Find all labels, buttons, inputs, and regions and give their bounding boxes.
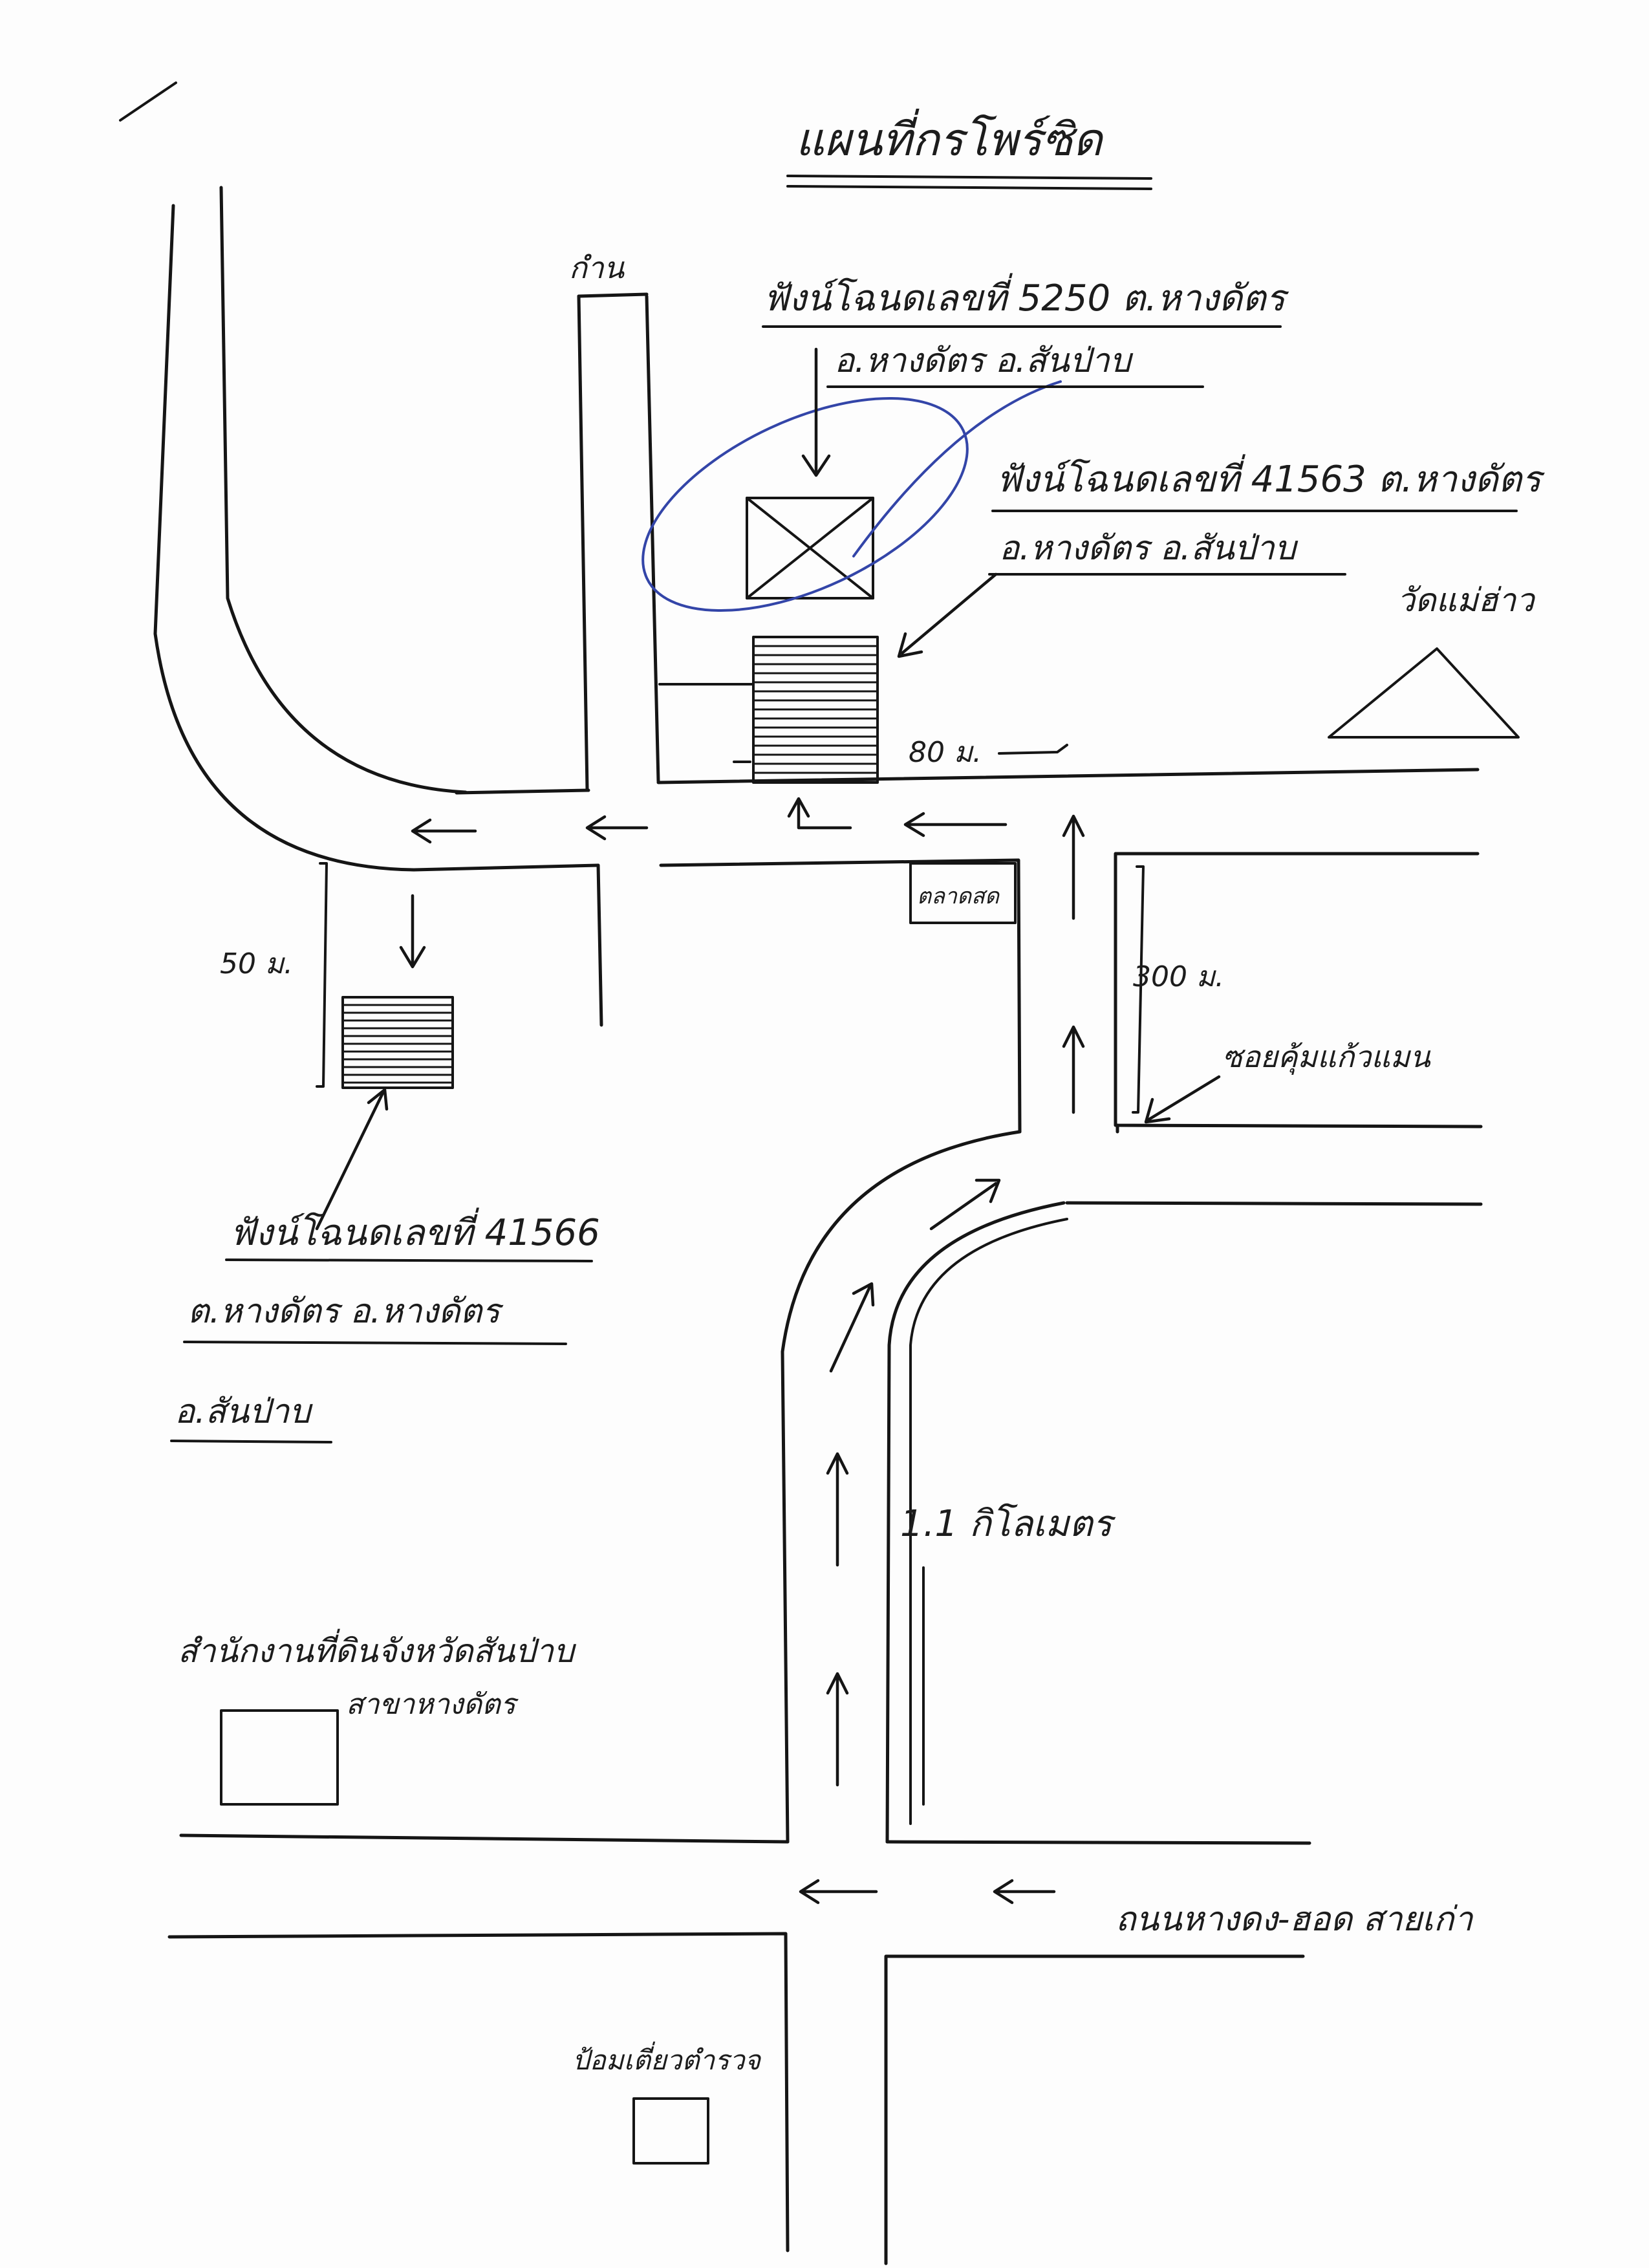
label-plot-41566-line1: ฟังน์โฉนดเลขที่ 41566 — [230, 1207, 600, 1254]
hatched-plot-icon — [752, 636, 879, 784]
arrow-to-plot-41563 — [897, 572, 998, 658]
blue-circle-mark — [641, 396, 969, 612]
main-road-north-edge-east — [656, 768, 1480, 784]
arrow-to-target — [801, 347, 831, 477]
label-land-office-line1: สำนักงานที่ดินจังหวัดสันป่าบ — [178, 1628, 577, 1670]
north-road-cap — [577, 292, 649, 298]
north-road-west-edge — [577, 294, 589, 791]
label-kan: กำน — [569, 250, 625, 285]
central-road-inner-curve — [885, 1201, 1066, 1844]
direction-arrow-icon — [411, 797, 1085, 1905]
label-plot-41563-line1: ฟังน์โฉนดเลขที่ 41563 ต.หางดัตร — [996, 454, 1545, 501]
left-curved-road-outer — [153, 204, 416, 872]
label-road-name: ถนนหางดง-ฮอด สายเก่า — [1116, 1900, 1474, 1939]
title-underline — [786, 175, 1152, 180]
label-market: ตลาดสด — [917, 883, 1000, 909]
dist-300-dimension — [1132, 865, 1145, 1114]
central-road-inner-curve-2 — [909, 1218, 1068, 1825]
police-box — [632, 2097, 709, 2165]
map-title: แผนที่กรโพร์ซิด — [795, 109, 1105, 166]
main-road-south-edge-mid — [659, 858, 1022, 1134]
label-dist-50: 50 ม. — [220, 947, 293, 980]
east-road-south-edge — [1065, 1201, 1483, 1206]
label-plot-41563-line2: อ.หางดัตร อ.สันป่าบ — [999, 529, 1299, 568]
target-plot-x-icon — [746, 497, 874, 599]
label-bus-stop: ป้อมเตี่ยวตำรวจ — [572, 2041, 762, 2076]
market-box — [909, 862, 1017, 924]
label-temple: วัดแม่ฮ่าว — [1397, 581, 1536, 619]
label-plot-5250-line2: อ.หางดัตร อ.สันป่าบ — [834, 341, 1134, 380]
south-road-north-edge-west — [179, 1833, 790, 1844]
east-block — [1114, 852, 1483, 1129]
plot-41566-underline-2 — [183, 1341, 567, 1345]
label-dist-300: 300 ม. — [1133, 960, 1224, 993]
hatched-plot-icon — [341, 996, 454, 1089]
label-land-office-line2: สาขาหางดัตร — [346, 1688, 519, 1721]
pen-mark — [119, 81, 177, 122]
dist-80-dimension — [998, 744, 1068, 755]
arrow-down-to-plot-41566 — [399, 894, 426, 969]
dist-50-dimension — [316, 862, 328, 1088]
title-underline-2 — [786, 185, 1152, 190]
main-road-south-edge-west — [412, 863, 600, 872]
label-soi: ซอยคุ้มแก้วแมน — [1222, 1039, 1431, 1075]
land-office-box — [220, 1709, 339, 1806]
temple-triangle-icon — [1328, 647, 1520, 739]
plot-41566-underline-1 — [225, 1258, 593, 1262]
south-road-north-edge-east — [885, 1840, 1311, 1845]
main-road-north-edge-west — [455, 788, 590, 795]
label-dist-1-1km: 1.1 กิโลเมตร — [900, 1503, 1116, 1545]
label-plot-41566-line3: อ.สันป่าบ — [175, 1392, 313, 1431]
label-plot-5250-line1: ฟังน์โฉนดเลขที่ 5250 ต.หางดัตร — [763, 273, 1289, 319]
blue-pen-stroke — [852, 380, 1062, 557]
south-road-south-edge-west — [167, 1932, 790, 2252]
arrow-up-to-plot-41566 — [315, 1088, 389, 1231]
label-plot-41566-line2: ต.หางดัตร อ.หางดัตร — [188, 1292, 504, 1331]
arrow-to-soi — [1144, 1075, 1221, 1124]
left-block-road — [596, 863, 603, 1027]
plot-41566-underline-3 — [170, 1440, 332, 1443]
label-dist-80: 80 ม. — [909, 736, 982, 769]
central-road-west-edge — [781, 1130, 1022, 1844]
left-curved-road-inner — [219, 186, 468, 794]
north-road-east-edge — [645, 294, 660, 783]
south-road-south-edge-east — [884, 1954, 1305, 2265]
